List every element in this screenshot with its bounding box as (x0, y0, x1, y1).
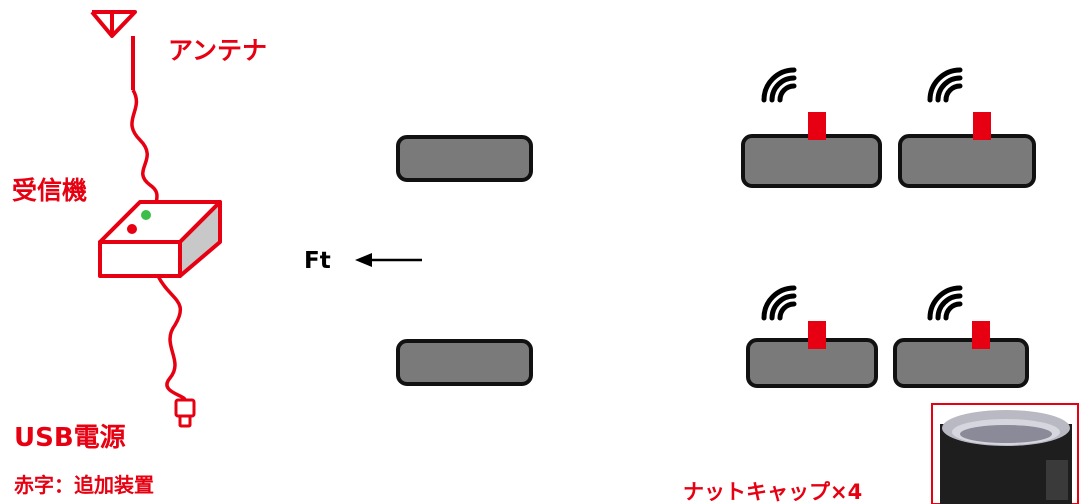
sensor-marker (973, 112, 991, 140)
tire-rear-left-inner (898, 134, 1036, 188)
sensor-marker (808, 112, 826, 140)
tire-front-right (396, 339, 533, 386)
signal-wave-icon (927, 285, 963, 321)
signal-wave-icon (761, 67, 797, 103)
signal-wave-icon (927, 67, 963, 103)
tire-rear-left-outer (741, 134, 882, 188)
front-arrow-icon (355, 253, 422, 267)
red-led-icon (127, 224, 137, 234)
antenna-icon (90, 10, 137, 90)
usb-power-label: USB電源 (14, 423, 126, 453)
signal-wave-icon (761, 285, 797, 321)
green-led-icon (141, 210, 151, 220)
antenna-cable (130, 89, 160, 219)
nut-cap-label: ナットキャップ×4 (683, 480, 863, 504)
antenna-label: アンテナ (168, 36, 268, 65)
legend-label: 赤字：追加装置 (14, 473, 154, 497)
usb-cable (156, 275, 187, 401)
sensor-marker (972, 321, 990, 349)
usb-plug-icon (174, 398, 196, 428)
receiver-box-icon (98, 200, 222, 278)
nut-cap-photo (931, 403, 1079, 504)
sensor-marker (808, 321, 826, 349)
front-label: Ft (304, 248, 331, 274)
tire-rear-right-inner (893, 338, 1029, 388)
tire-front-left (396, 135, 533, 182)
receiver-label: 受信機 (12, 176, 88, 205)
